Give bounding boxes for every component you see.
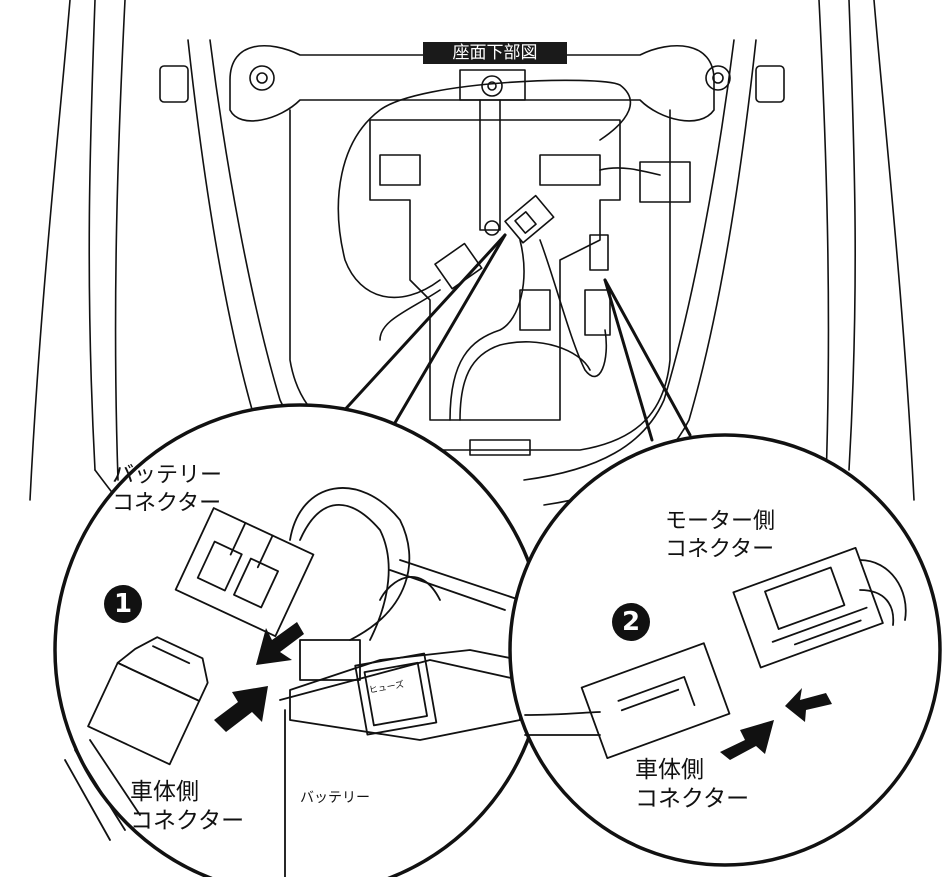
step-2-badge: 2 [612,603,650,641]
callout-circle-right [508,433,942,867]
motor-side-connector-line1: モーター側 [665,509,776,534]
body-side-connector-right-line1: 車体側 [635,757,704,783]
battery-label: バッテリー [300,790,370,806]
body-side-connector-label-right: 車体側 コネクター [635,756,749,814]
scooter-frame [29,0,915,506]
body-side-connector-left-line1: 車体側 [130,779,199,805]
motor-side-connector-line2: コネクター [665,536,775,562]
battery-connector-label-line2: コネクター [112,490,222,516]
arrow-left-upper-icon [256,622,304,665]
callout-leader-lines [338,233,692,464]
diagram-title: 座面下部図 [423,42,567,64]
callout-circle-left [53,403,547,877]
arrow-left-lower-icon [214,686,268,732]
step-1-badge: 1 [104,585,142,623]
arrow-right-upper-icon [785,688,832,722]
body-side-connector-left-line2: コネクター [130,807,245,834]
motor-side-connector-label: モーター側 コネクター [665,508,775,563]
body-side-connector-label-left: 車体側 コネクター [130,778,244,836]
battery-connector-label: バッテリー コネクター [112,462,222,517]
body-side-connector-right-line2: コネクター [635,785,750,812]
battery-connector-label-line1: バッテリー [112,463,223,488]
arrow-right-lower-icon [720,720,774,760]
